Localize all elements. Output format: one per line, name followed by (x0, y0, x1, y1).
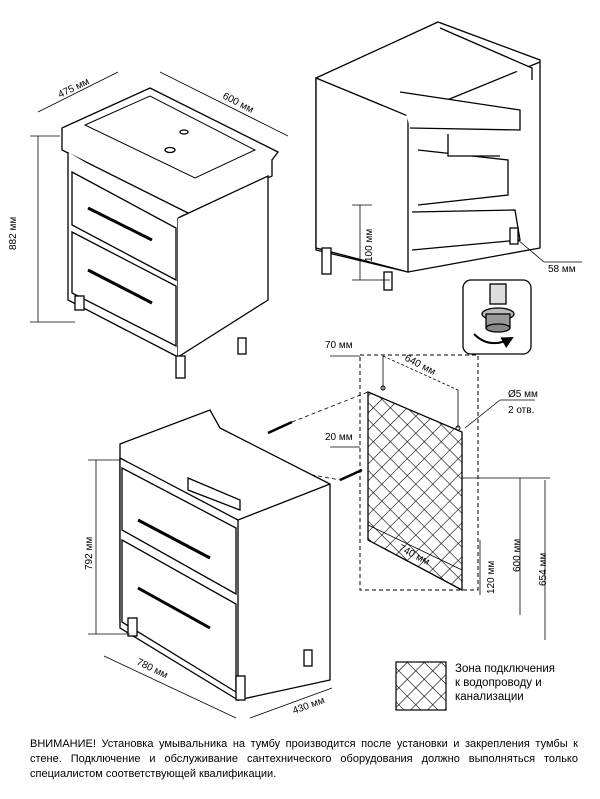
legend-swatch (395, 661, 447, 711)
zone-height-label: 600 мм (512, 539, 523, 572)
cabinet-width-label: 780 мм (135, 657, 170, 682)
hole-spacing-label: 640 мм (403, 353, 438, 378)
legend-line-3: канализации (455, 691, 524, 703)
offset-top-label: 20 мм (325, 432, 353, 443)
wall-connection-zone (359, 354, 479, 592)
offset-left-label: 70 мм (325, 340, 353, 351)
vanity-dimension-lines (30, 71, 289, 323)
cabinet-depth-label: 430 мм (291, 695, 326, 717)
legend-line-2: к водопроводу и (455, 677, 542, 689)
vanity-with-sink (61, 87, 279, 379)
frame-dimension-lines (352, 204, 582, 281)
vanity-width-label: 600 мм (221, 91, 256, 116)
lower-cabinet (119, 409, 331, 702)
hole-diameter-label: Ø5 мм (508, 389, 538, 400)
warning-notice: ВНИМАНИЕ! Установка умывальника на тумбу… (30, 738, 578, 780)
cabinet-height-label: 792 мм (84, 537, 95, 570)
zone-total-label: 654 мм (538, 553, 549, 586)
cabinet-dimension-lines (88, 459, 333, 719)
vanity-depth-label: 475 мм (56, 76, 91, 101)
leg-offset-label: 58 мм (548, 264, 576, 275)
wall-zone-dimension-lines (330, 355, 550, 640)
leg-adjustment-inset (462, 279, 532, 355)
vanity-height-label: 882 мм (8, 217, 19, 250)
zone-bottom-label: 120 мм (486, 561, 497, 594)
leg-height-label: 100 мм (364, 229, 375, 262)
open-cabinet-frame (315, 21, 541, 291)
hole-count-label: 2 отв. (508, 405, 534, 416)
legend-line-1: Зона подключения (455, 663, 555, 675)
legend: Зона подключения к водопроводу и канализ… (455, 662, 595, 704)
